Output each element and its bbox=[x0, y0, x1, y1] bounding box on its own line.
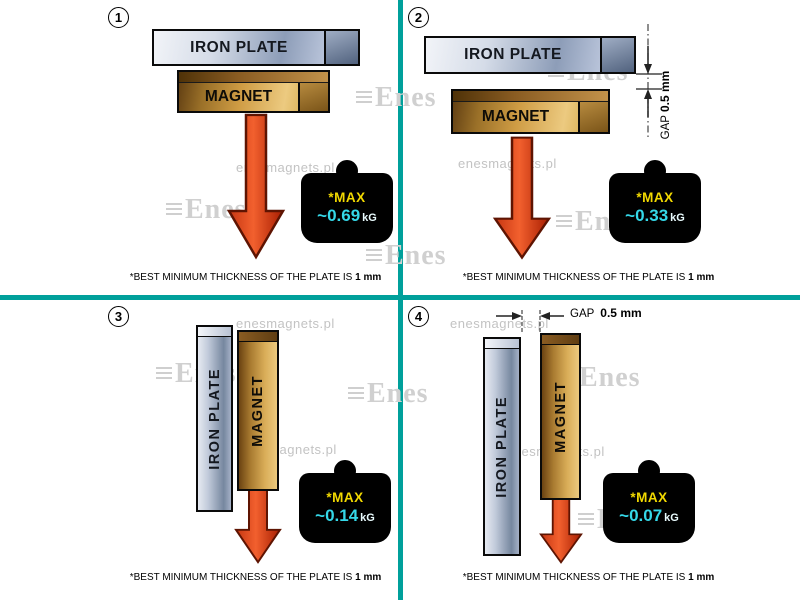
iron-plate-label: IRON PLATE bbox=[494, 395, 510, 498]
logo-lines-icon bbox=[156, 367, 172, 381]
iron-plate: IRON PLATE bbox=[152, 29, 360, 66]
watermark-logo: Enes bbox=[356, 84, 437, 112]
logo-lines-icon bbox=[578, 513, 594, 527]
logo-lines-icon bbox=[556, 215, 572, 229]
magnet-top-face bbox=[453, 91, 608, 102]
gap-dimension-lines bbox=[496, 310, 564, 334]
logo-lines-icon bbox=[366, 249, 382, 263]
iron-plate: IRON PLATE bbox=[483, 337, 521, 556]
magnet-top-face bbox=[179, 72, 328, 83]
panel-number: 1 bbox=[108, 7, 129, 28]
magnet: MAGNET bbox=[237, 330, 279, 491]
footnote: *BEST MINIMUM THICKNESS OF THE PLATE IS … bbox=[462, 572, 715, 583]
magnet-label: MAGNET bbox=[250, 374, 266, 447]
watermark-logo: Enes bbox=[348, 380, 429, 408]
max-label: *MAX bbox=[326, 490, 364, 505]
magnet: MAGNET bbox=[177, 70, 330, 113]
max-label: *MAX bbox=[630, 490, 668, 505]
iron-plate-label: IRON PLATE bbox=[154, 31, 324, 64]
panel-number: 2 bbox=[408, 7, 429, 28]
pull-force-arrow bbox=[234, 488, 282, 564]
unit-label: kG bbox=[360, 512, 375, 524]
iron-plate-end-face bbox=[600, 38, 634, 72]
magnet-label: MAGNET bbox=[552, 380, 569, 453]
panel-number: 4 bbox=[408, 306, 429, 327]
unit-label: kG bbox=[670, 212, 685, 224]
magnet: MAGNET bbox=[540, 333, 581, 500]
logo-lines-icon bbox=[356, 91, 372, 105]
magnet: MAGNET bbox=[451, 89, 610, 134]
footnote: *BEST MINIMUM THICKNESS OF THE PLATE IS … bbox=[462, 272, 715, 283]
watermark-site: enesmagnets.pl bbox=[236, 316, 335, 331]
unit-label: kG bbox=[362, 212, 377, 224]
logo-lines-icon bbox=[166, 203, 182, 217]
pull-force-arrow bbox=[226, 113, 286, 260]
gap-label: GAP 0.5 mm bbox=[658, 70, 672, 140]
iron-plate: IRON PLATE bbox=[424, 36, 636, 74]
pull-force-arrow bbox=[492, 136, 552, 260]
footnote: *BEST MINIMUM THICKNESS OF THE PLATE IS … bbox=[129, 272, 382, 283]
divider-horizontal bbox=[0, 295, 800, 300]
footnote: *BEST MINIMUM THICKNESS OF THE PLATE IS … bbox=[129, 572, 382, 583]
iron-plate-label: IRON PLATE bbox=[426, 38, 600, 72]
iron-plate: IRON PLATE bbox=[196, 325, 233, 512]
watermark-site: enesmagnets.pl bbox=[450, 316, 549, 331]
unit-label: kG bbox=[664, 512, 679, 524]
logo-lines-icon bbox=[348, 387, 364, 401]
max-label: *MAX bbox=[328, 190, 366, 205]
pull-force-arrow bbox=[539, 498, 583, 564]
divider-vertical bbox=[398, 0, 403, 600]
iron-plate-label: IRON PLATE bbox=[206, 367, 223, 470]
gap-dimension-lines bbox=[636, 24, 662, 138]
watermark-logo: Enes bbox=[366, 242, 447, 270]
iron-plate-end-face bbox=[324, 31, 358, 64]
panel-number: 3 bbox=[108, 306, 129, 327]
max-label: *MAX bbox=[636, 190, 674, 205]
